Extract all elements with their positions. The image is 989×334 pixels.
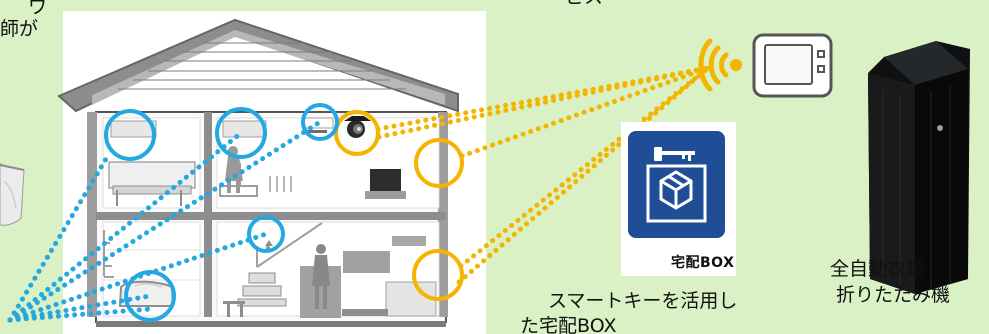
tablet-icon [752,33,833,98]
left-partial-caption-2: 師が [0,18,39,40]
blue-device-markers [104,103,339,322]
top-partial-caption: ビス [565,0,603,7]
key-icon [654,147,695,161]
orange-dotted-links [375,65,711,285]
smart-delivery-caption-line-2: た宅配BOX [520,315,617,334]
delivery-box-label: 宅配BOX [671,255,735,271]
house-illustration [57,11,486,334]
blue-dotted-links [7,119,323,323]
camera-icon [334,110,380,156]
smart-delivery-box [621,122,736,276]
left-partial-caption-1: ワ [28,0,48,18]
folding-machine-caption-line-2: 折りたたみ機 [836,284,951,306]
orange-device-markers [412,138,464,301]
wifi-icon [698,38,742,92]
package-icon [646,164,707,223]
delivery-box-icon-background [628,131,725,238]
smart-delivery-caption-line-1: スマートキーを活用し [548,290,738,312]
left-appliance [0,163,25,226]
folding-machine [868,41,970,294]
folding-machine-caption-line-1: 全自動衣類 [830,258,926,280]
